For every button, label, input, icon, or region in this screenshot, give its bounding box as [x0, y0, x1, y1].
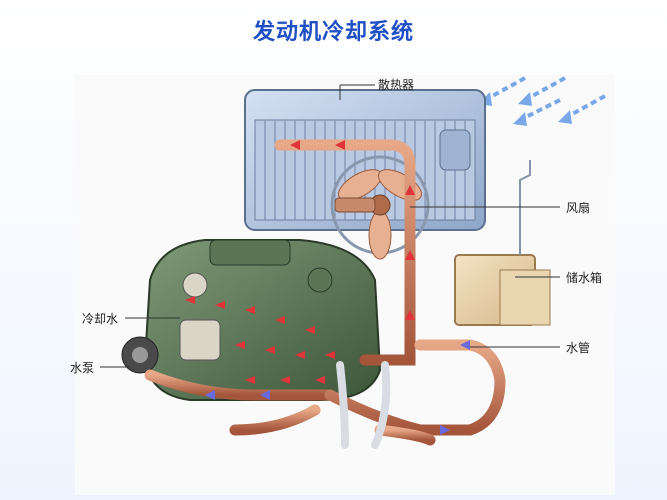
label-leaders [100, 84, 560, 368]
coolant-pipes [144, 139, 506, 446]
pipe-flow-arrows [290, 140, 415, 320]
fan [330, 155, 430, 260]
label-fan: 风扇 [566, 201, 591, 215]
coolant-reservoir [454, 160, 551, 326]
label-radiator: 散热器 [378, 78, 415, 92]
label-coolant: 冷却水 [82, 312, 119, 326]
airflow-arrows [484, 76, 606, 122]
engine-block [121, 239, 382, 401]
label-pipe: 水管 [566, 341, 591, 355]
hoses [336, 361, 391, 449]
label-reservoir: 储水箱 [566, 271, 603, 285]
label-pump: 水泵 [70, 361, 95, 375]
coolant-flow-arrows [185, 296, 335, 384]
diagram-title: 发动机冷却系统 [252, 20, 414, 45]
return-flow-arrows [205, 340, 470, 435]
